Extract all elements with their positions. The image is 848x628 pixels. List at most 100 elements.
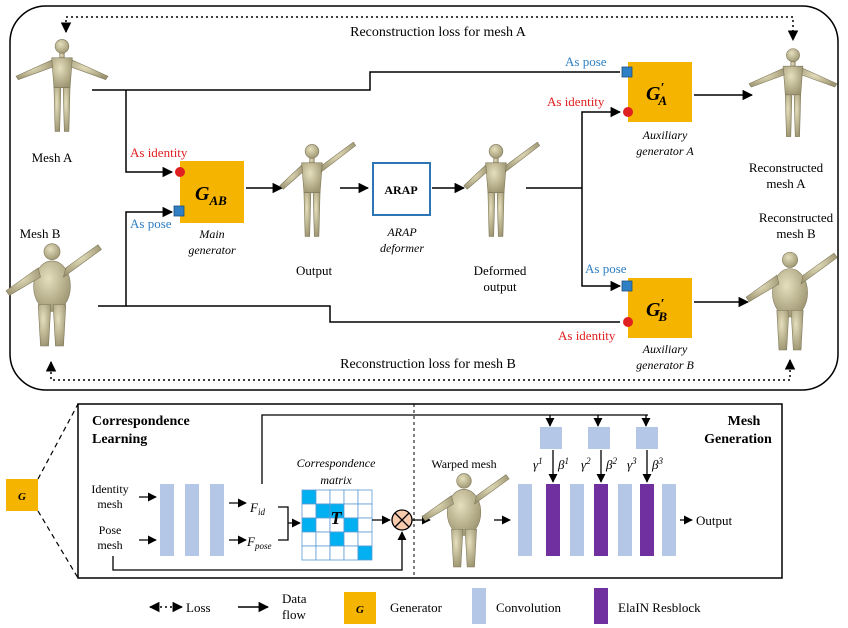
matrix-cell: [343, 517, 359, 533]
generator-g-label: G: [18, 491, 26, 503]
f-id-label: Fid: [249, 500, 265, 517]
identity-mesh-label-1: Identity: [91, 482, 128, 496]
matrix-cell: [301, 489, 317, 505]
pose-port-aux-b: [621, 280, 633, 292]
deformed-figure: [463, 141, 541, 237]
matrix-cell: [329, 545, 345, 561]
conv-block: [518, 484, 532, 556]
legend-generator-label: Generator: [390, 600, 443, 615]
matrix-cell: [329, 531, 345, 547]
mlp-block-1: [540, 427, 562, 449]
legend-conv-label: Convolution: [496, 600, 562, 615]
f-pose-label: Fpose: [246, 534, 271, 551]
gamma-label: γ1: [533, 456, 543, 472]
warped-mesh-label: Warped mesh: [431, 457, 496, 471]
matrix-cell: [301, 531, 317, 547]
matrix-cell: [301, 545, 317, 561]
recon-b-label-2: mesh B: [776, 226, 816, 241]
conv-block: [160, 484, 174, 556]
matrix-cell: [315, 489, 331, 505]
warped-mesh-figure: [421, 473, 510, 568]
zoom-line-top: [37, 403, 79, 480]
deformed-label-2: output: [483, 279, 517, 294]
as-identity-aux-b: As identity: [558, 328, 616, 343]
mesh-gen-title-1: Mesh: [728, 414, 761, 429]
mesh-b-figure: [5, 243, 102, 347]
elain-block: [640, 484, 654, 556]
legend-flow-label-2: flow: [282, 607, 306, 622]
beta-label: β3: [651, 456, 663, 472]
identity-port-aux-b: [623, 317, 633, 327]
arap-box-label: ARAP: [384, 183, 417, 197]
gamma-label: γ2: [581, 456, 591, 472]
arap-box: [372, 162, 431, 216]
matrix-cell: [315, 531, 331, 547]
identity-port-aux-a: [623, 107, 633, 117]
aux-generator-b-symbol: G′B: [646, 297, 667, 324]
as-pose-main: As pose: [130, 216, 172, 231]
matrix-cell: [357, 489, 373, 505]
aux-generator-a-box: [628, 62, 692, 122]
output-label-bottom: Output: [696, 513, 733, 528]
arap-cap1: ARAP: [386, 225, 417, 239]
gamma-beta-arrows: γ1 β1 γ2 β2 γ3 β3: [533, 450, 663, 483]
flow-mesh-a: [92, 71, 620, 91]
pose-port-aux-a: [621, 66, 633, 78]
conv-block: [570, 484, 584, 556]
skip-line-top: [261, 414, 648, 484]
matrix-cell: [329, 489, 345, 505]
conv-block: [185, 484, 199, 556]
recon-a-label-1: Reconstructed: [749, 160, 824, 175]
aux-generator-b-cap1: Auxiliary: [642, 342, 688, 356]
aux-generator-a-cap2: generator A: [636, 144, 694, 158]
mlp-block-3: [636, 427, 658, 449]
legend-flow-label-1: Data: [282, 591, 307, 606]
main-generator-cap2: generator: [188, 243, 236, 257]
main-generator-symbol: GAB: [195, 183, 227, 208]
aux-generator-b-cap2: generator B: [636, 358, 694, 372]
legend-elain-label: ElaIN Resblock: [618, 600, 701, 615]
pose-skip-line: [112, 531, 407, 571]
matrix-cell: [343, 503, 359, 519]
identity-port-main: [175, 167, 185, 177]
aux-generator-b-box: [628, 278, 692, 338]
recon-b-label-1: Reconstructed: [759, 210, 834, 225]
flow-branch-to-aux-a: [581, 106, 622, 188]
aux-generator-a-symbol: G′A: [646, 81, 667, 108]
beta-label: β1: [557, 456, 569, 472]
recon-a-figure: [748, 48, 838, 138]
multiply-op-cross: [394, 512, 410, 528]
matrix-cell: [357, 531, 373, 547]
corr-matrix-label-1: Correspondence: [297, 456, 377, 470]
matrix-cell: [343, 531, 359, 547]
main-generator-box: [180, 161, 244, 223]
mesh-gen-title-2: Generation: [704, 432, 772, 447]
matrix-cell: [357, 503, 373, 519]
mlp-block-2: [588, 427, 610, 449]
matrix-cell: [315, 503, 331, 519]
deformed-label-1: Deformed: [474, 263, 527, 278]
pose-mesh-label-1: Pose: [99, 523, 122, 537]
as-identity-aux-a: As identity: [547, 94, 605, 109]
aux-generator-a-cap1: Auxiliary: [642, 128, 688, 142]
flow-branch-to-aux-b: [581, 188, 622, 292]
recon-a-label-2: mesh A: [766, 176, 806, 191]
recon-b-figure: [745, 251, 838, 351]
corr-learning-title-2: Learning: [92, 432, 147, 447]
loss-path-b: [45, 358, 796, 381]
arap-cap2: deformer: [380, 241, 424, 255]
generator-g-box: [6, 479, 38, 511]
beta-label: β2: [605, 456, 617, 472]
matrix-cell: [301, 503, 317, 519]
corr-matrix-label-2: matrix: [320, 473, 352, 487]
corr-learning-title-1: Correspondence: [92, 414, 190, 429]
pose-mesh-label-2: mesh: [97, 538, 122, 552]
zoom-line-bottom: [37, 510, 79, 579]
flow-mesh-a-identity: [125, 90, 174, 178]
bracket-to-matrix: [278, 506, 300, 541]
bottom-frame: [77, 403, 783, 579]
corr-matrix-grid: [301, 489, 373, 561]
as-pose-aux-b: As pose: [585, 261, 627, 276]
gamma-label: γ3: [627, 456, 637, 472]
